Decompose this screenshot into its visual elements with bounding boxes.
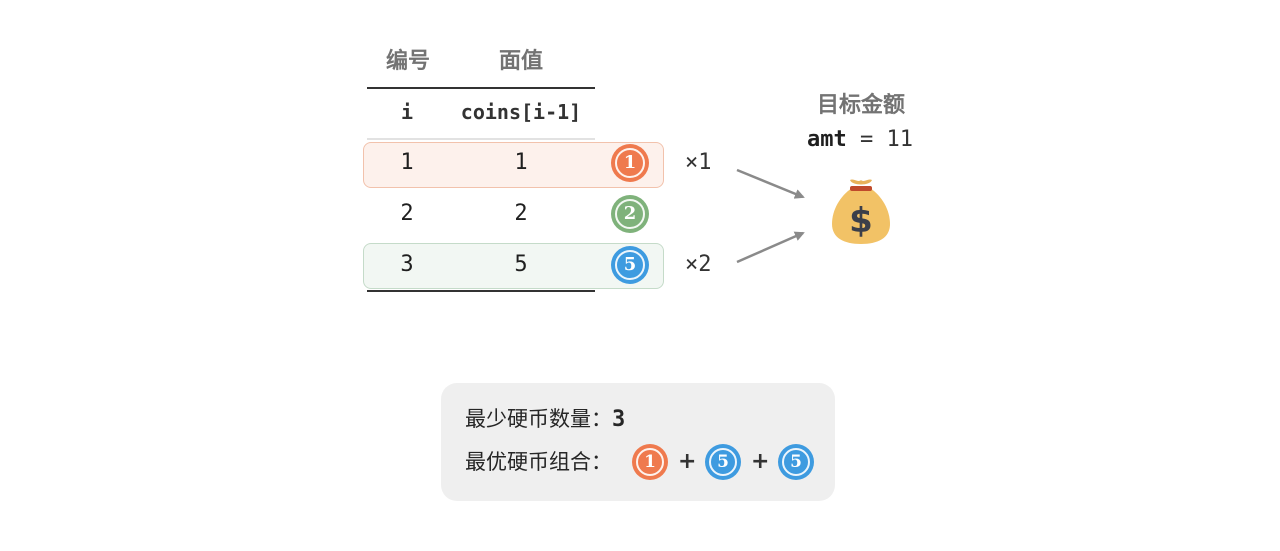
combo-plus-1: + [678, 449, 697, 474]
combo-coin-2-label: 5 [709, 448, 737, 476]
row-3-multiplier: ×2 [685, 252, 712, 277]
table-header-rule [367, 138, 595, 140]
min-coins-value: 3 [612, 407, 626, 432]
combo-coin-2-icon: 5 [705, 444, 741, 480]
target-value: 11 [886, 127, 914, 152]
row-2-coin-value: 2 [514, 201, 528, 226]
combo-coin-1-label: 1 [636, 448, 664, 476]
header-value-code: coins[i-1] [460, 100, 582, 124]
arrow-from-coin-1 [736, 168, 805, 199]
coin-1-icon: 1 [611, 144, 649, 182]
row-1-coin-value: 1 [514, 150, 528, 175]
header-index-code: i [400, 100, 414, 124]
combo-coin-3-label: 5 [782, 448, 810, 476]
combo-coin-3-icon: 5 [778, 444, 814, 480]
table-top-rule [367, 87, 595, 89]
coin-1-label: 1 [615, 148, 645, 178]
combo-label: 最优硬币组合： [465, 450, 612, 474]
coin-2-icon: 2 [611, 195, 649, 233]
header-value-cn: 面值 [498, 49, 543, 74]
target-title: 目标金额 [816, 93, 905, 118]
target-amount: amt = 11 [760, 125, 960, 155]
row-2-index: 2 [400, 201, 414, 226]
row-1-index: 1 [400, 150, 414, 175]
coin-5-label: 5 [615, 250, 645, 280]
table-bottom-rule [367, 290, 595, 292]
combo-plus-2: + [751, 449, 770, 474]
min-coins-line: 最少硬币数量：3 [465, 404, 625, 435]
money-bag-icon: $ [832, 179, 890, 244]
combo-coin-1-icon: 1 [632, 444, 668, 480]
min-coins-label: 最少硬币数量： [465, 407, 612, 431]
coin-2-label: 2 [615, 199, 645, 229]
target-var: amt [807, 127, 847, 152]
arrow-from-coin-5 [736, 231, 805, 264]
target-eq: = [846, 127, 887, 152]
row-1-multiplier: ×1 [685, 150, 712, 175]
row-3-coin-value: 5 [514, 252, 528, 277]
result-box [441, 383, 835, 501]
coin-5-icon: 5 [611, 246, 649, 284]
svg-text:$: $ [849, 201, 873, 241]
row-3-index: 3 [400, 252, 414, 277]
header-index-cn: 编号 [385, 49, 430, 74]
